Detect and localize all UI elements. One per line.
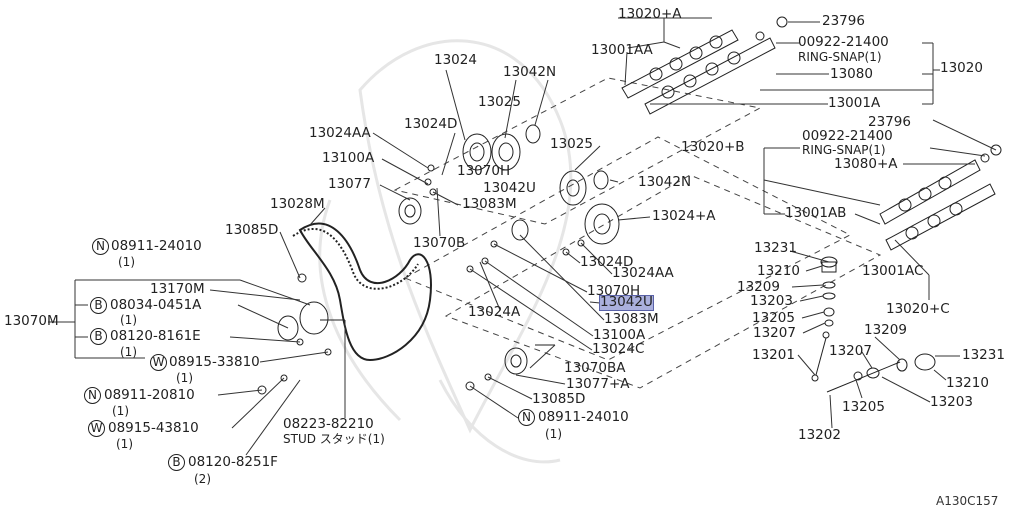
prefix-w-icon: W xyxy=(150,354,167,371)
part-label-13085d-left[interactable]: 13085D xyxy=(225,222,279,238)
part-label-08911-20810[interactable]: 08911-20810 xyxy=(104,387,195,403)
part-label-13024d-mid[interactable]: 13024D xyxy=(580,254,634,270)
leader-lines xyxy=(48,17,997,456)
part-label-13001aa[interactable]: 13001AA xyxy=(591,42,653,58)
part-label-08911-24010-bot[interactable]: 08911-24010 xyxy=(538,409,629,425)
part-label-13203-top[interactable]: 13203 xyxy=(750,293,793,309)
part-label-13024aa-mid[interactable]: 13024AA xyxy=(612,265,674,281)
part-label-13209-right[interactable]: 13209 xyxy=(864,322,907,338)
part-label-08034[interactable]: 08034-0451A xyxy=(110,297,202,313)
qty-label: (1) xyxy=(545,427,562,441)
prefix-n-icon: N xyxy=(84,387,101,404)
part-label-13207-right[interactable]: 13207 xyxy=(829,343,872,359)
part-label-13024a-plus[interactable]: 13024+A xyxy=(652,208,716,224)
part-label-08915-43810[interactable]: 08915-43810 xyxy=(108,420,199,436)
part-label-08120-8251f[interactable]: 08120-8251F xyxy=(188,454,278,470)
part-label-13024a[interactable]: 13024A xyxy=(468,304,521,320)
part-label-13070m[interactable]: 13070M xyxy=(4,313,59,329)
part-label-13085d-bot[interactable]: 13085D xyxy=(532,391,586,407)
part-label-13100a-left[interactable]: 13100A xyxy=(322,150,375,166)
prefix-n-icon: N xyxy=(92,238,109,255)
part-label-13083m-top[interactable]: 13083M xyxy=(462,196,517,212)
qty-label: (1) xyxy=(118,255,135,269)
part-label-13205-top[interactable]: 13205 xyxy=(752,310,795,326)
part-label-13202[interactable]: 13202 xyxy=(798,427,841,443)
prefix-b-icon: B xyxy=(90,297,107,314)
part-label-13210-right[interactable]: 13210 xyxy=(946,375,989,391)
part-label-13020-a[interactable]: 13020+A xyxy=(618,6,682,22)
part-label-ring-snap-top: RING-SNAP(1) xyxy=(798,50,882,64)
prefix-b-icon: B xyxy=(168,454,185,471)
part-label-13025-mid[interactable]: 13025 xyxy=(550,136,593,152)
part-label-13070h-mid[interactable]: 13070H xyxy=(587,283,641,299)
diagram-reference-code: A130C157 xyxy=(936,494,999,508)
part-label-13077[interactable]: 13077 xyxy=(328,176,371,192)
part-label-13028m[interactable]: 13028M xyxy=(270,196,325,212)
part-label-13025-top[interactable]: 13025 xyxy=(478,94,521,110)
part-label-13042n-top[interactable]: 13042N xyxy=(503,64,557,80)
qty-label: (1) xyxy=(112,404,129,418)
part-label-13080[interactable]: 13080 xyxy=(830,66,873,82)
qty-label: (1) xyxy=(120,345,137,359)
part-label-13024aa-left[interactable]: 13024AA xyxy=(309,125,371,141)
dashed-outlines xyxy=(393,77,882,389)
part-label-13070ba[interactable]: 13070BA xyxy=(564,360,626,376)
part-label-13077a[interactable]: 13077+A xyxy=(566,376,630,392)
part-label-13210-top[interactable]: 13210 xyxy=(757,263,800,279)
part-label-13024c[interactable]: 13024C xyxy=(592,341,645,357)
qty-label: (2) xyxy=(194,472,211,486)
part-label-13207-left[interactable]: 13207 xyxy=(753,325,796,341)
part-label-13170m[interactable]: 13170M xyxy=(150,281,205,297)
prefix-n-icon: N xyxy=(518,409,535,426)
part-label-13231-right[interactable]: 13231 xyxy=(962,347,1005,363)
sprockets xyxy=(277,124,620,375)
part-label-13201[interactable]: 13201 xyxy=(752,347,795,363)
part-label-13083m-mid[interactable]: 13083M xyxy=(604,311,659,327)
part-label-08223-82210[interactable]: 08223-82210 xyxy=(283,416,374,432)
part-label-00922-top[interactable]: 00922-21400 xyxy=(798,34,889,50)
part-label-13001ab[interactable]: 13001AB xyxy=(785,205,847,221)
part-label-08911-24010-left[interactable]: 08911-24010 xyxy=(111,238,202,254)
part-label-13024[interactable]: 13024 xyxy=(434,52,477,68)
prefix-b-icon: B xyxy=(90,328,107,345)
qty-label: (1) xyxy=(120,313,137,327)
part-label-13024d-top[interactable]: 13024D xyxy=(404,116,458,132)
part-label-00922-mid[interactable]: 00922-21400 xyxy=(802,128,893,144)
part-label-13203-right[interactable]: 13203 xyxy=(930,394,973,410)
part-label-13205-bot[interactable]: 13205 xyxy=(842,399,885,415)
part-label-13020-b[interactable]: 13020+B xyxy=(681,139,745,155)
bolts xyxy=(257,164,585,395)
part-label-13070b[interactable]: 13070B xyxy=(413,235,466,251)
part-label-08120-8161e[interactable]: 08120-8161E xyxy=(110,328,201,344)
prefix-w-icon: W xyxy=(88,420,105,437)
part-label-13070h-top[interactable]: 13070H xyxy=(457,163,511,179)
camshaft-a xyxy=(621,16,788,115)
part-label-13042u-top[interactable]: 13042U xyxy=(483,180,536,196)
part-label-13001a[interactable]: 13001A xyxy=(828,95,881,111)
part-label-13209-top[interactable]: 13209 xyxy=(737,279,780,295)
part-label-13231-top[interactable]: 13231 xyxy=(754,240,797,256)
part-label-13020[interactable]: 13020 xyxy=(940,60,983,76)
part-label-13042n-mid[interactable]: 13042N xyxy=(638,174,692,190)
stud-note: STUD スタッド(1) xyxy=(283,432,385,446)
part-label-13001ac[interactable]: 13001AC xyxy=(862,263,924,279)
part-label-23796-mid[interactable]: 23796 xyxy=(868,114,911,130)
part-label-ring-snap-mid: RING-SNAP(1) xyxy=(802,143,886,157)
camshaft-b xyxy=(879,144,1002,251)
part-label-13080a[interactable]: 13080+A xyxy=(834,156,898,172)
watermark-emblem xyxy=(318,39,573,464)
timing-belt xyxy=(292,222,432,362)
part-label-13042u-highlighted[interactable]: 13042U xyxy=(599,294,654,311)
qty-label: (1) xyxy=(116,437,133,451)
part-label-13020-c[interactable]: 13020+C xyxy=(886,301,950,317)
part-label-08915-33810[interactable]: 08915-33810 xyxy=(169,354,260,370)
part-label-23796-top[interactable]: 23796 xyxy=(822,13,865,29)
qty-label: (1) xyxy=(176,371,193,385)
part-label-13100a-mid[interactable]: 13100A xyxy=(593,327,646,343)
